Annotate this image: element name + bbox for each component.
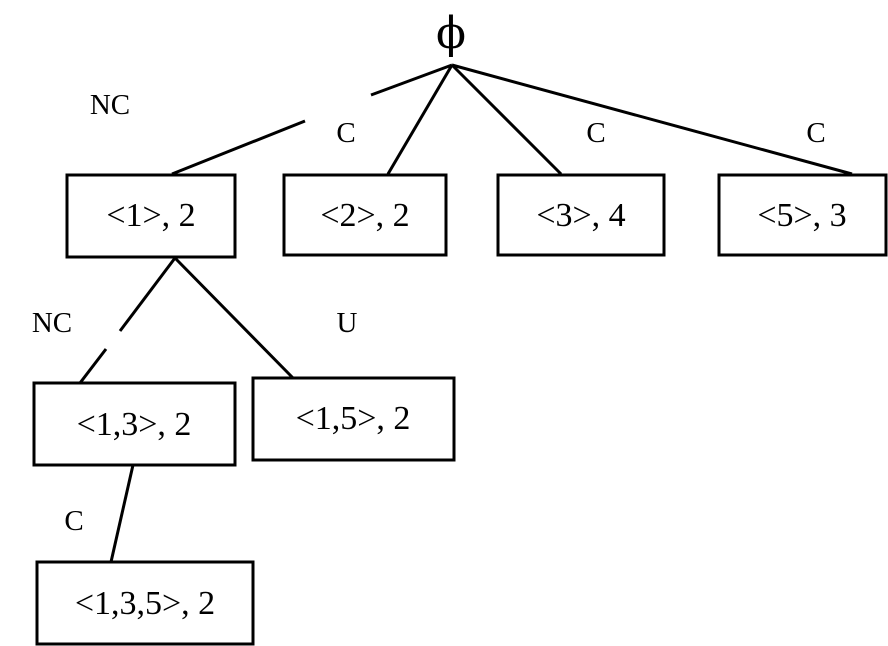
node-n15-label: <1,5>, 2 <box>296 400 411 437</box>
node-n2-label: <2>, 2 <box>320 197 409 234</box>
node-n13-box <box>32 381 237 467</box>
node-n5-box <box>717 173 888 257</box>
node-n1-label: <1>, 2 <box>106 197 195 234</box>
edge-n1-n13-lower-segment <box>78 348 108 384</box>
edge-n13-n135 <box>109 464 135 563</box>
edge-root-n1 <box>171 63 453 176</box>
edge-n1-n13-upper-segment <box>118 257 177 332</box>
node-n13: <1,3>, 2 <box>32 381 237 467</box>
node-n1-box <box>65 173 237 259</box>
node-n135-label: <1,3,5>, 2 <box>75 585 215 622</box>
edge-root-n5 <box>451 63 853 176</box>
node-n15-box <box>251 376 456 462</box>
edge-root-n1-lower-segment <box>171 119 306 176</box>
node-n3-box <box>496 173 666 257</box>
edge-n1-n13 <box>78 257 177 384</box>
edge-label-root-n1: NC <box>90 89 130 121</box>
edge-label-n13-n135: C <box>64 505 83 537</box>
edge-label-n1-n15: U <box>337 307 358 339</box>
edge-n1-n15 <box>173 256 295 380</box>
node-n1: <1>, 2 <box>65 173 237 259</box>
node-n135: <1,3,5>, 2 <box>35 560 255 646</box>
node-n13-label: <1,3>, 2 <box>77 406 192 443</box>
node-n3: <3>, 4 <box>496 173 666 257</box>
node-n2: <2>, 2 <box>282 173 448 257</box>
edge-root-n3 <box>450 63 563 176</box>
edge-root-n1-upper-segment <box>370 63 453 97</box>
node-n135-box <box>35 560 255 646</box>
node-n2-box <box>282 173 448 257</box>
node-n3-label: <3>, 4 <box>536 197 625 234</box>
edge-label-n1-n13: NC <box>32 307 72 339</box>
root-node-label: ϕ <box>436 8 466 59</box>
node-n5-label: <5>, 3 <box>757 197 846 234</box>
extra-label-c-near-n1: C <box>336 117 355 149</box>
edge-root-n2 <box>386 64 454 175</box>
node-n15: <1,5>, 2 <box>251 376 456 462</box>
edge-label-root-n5: C <box>806 117 825 149</box>
node-n5: <5>, 3 <box>717 173 888 257</box>
edge-label-root-n3: C <box>586 117 605 149</box>
